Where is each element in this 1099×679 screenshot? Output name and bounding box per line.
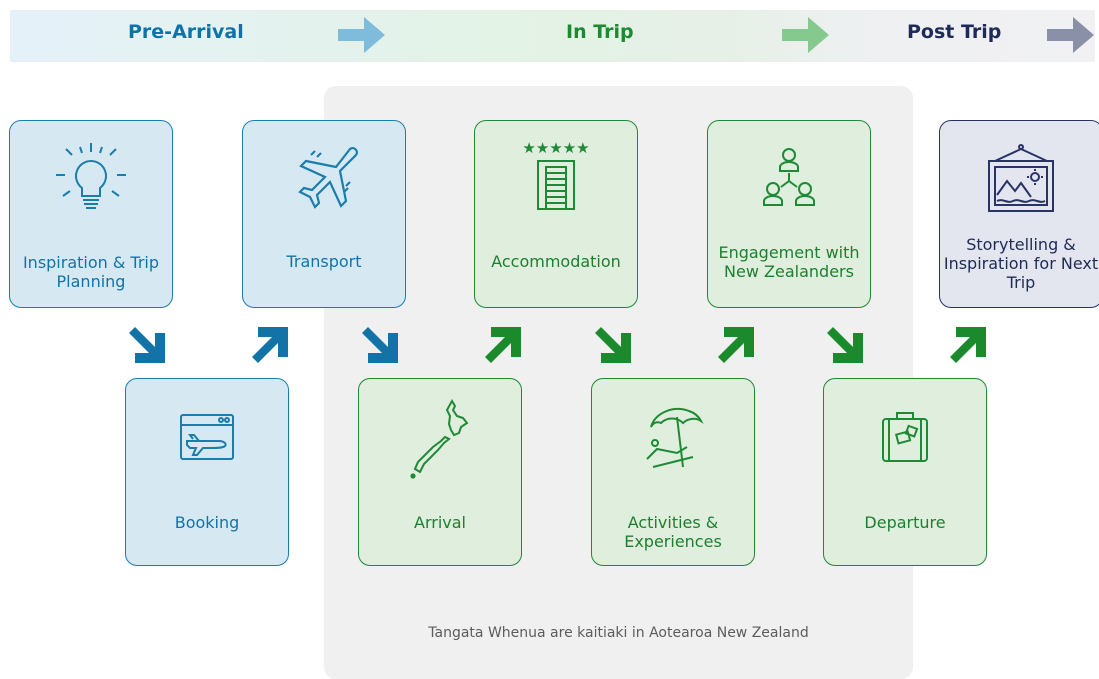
arrow-up-right-icon: [252, 327, 288, 363]
stage-card-activities: Activities & Experiences: [591, 378, 755, 566]
stage-label: Engagement with New Zealanders: [718, 243, 860, 281]
phase-label-pre-arrival: Pre-Arrival: [128, 21, 244, 43]
phase-arrow-icon: [1047, 17, 1094, 53]
arrow-down-right-icon: [362, 327, 398, 363]
arrow-up-right-icon: [950, 327, 986, 363]
beach-umbrella-icon: [646, 408, 704, 468]
browser-plane-icon: [180, 414, 234, 460]
new-zealand-map-icon: [410, 399, 469, 479]
stage-card-departure: Departure: [823, 378, 987, 566]
arrow-up-right-icon: [718, 327, 754, 363]
stage-label: Activities & Experiences: [624, 513, 722, 551]
arrow-up-right-icon: [485, 327, 521, 363]
svg-text:★★★★★: ★★★★★: [522, 139, 589, 157]
phase-label-post-trip: Post Trip: [907, 21, 1002, 43]
arrow-down-right-icon: [595, 327, 631, 363]
stage-card-engagement: Engagement with New Zealanders: [707, 120, 871, 308]
stage-card-transport: Transport: [242, 120, 406, 308]
people-network-icon: [763, 148, 815, 206]
arrow-down-right-icon: [129, 327, 165, 363]
stage-label: Arrival: [414, 513, 466, 532]
stage-card-arrival: Arrival: [358, 378, 522, 566]
phase-bar: [10, 10, 1095, 62]
lightbulb-icon: [56, 143, 126, 209]
stage-card-inspiration: Inspiration & Trip Planning: [9, 120, 173, 308]
stage-label: Storytelling & Inspiration for Next Trip: [943, 235, 1099, 292]
stage-label: Inspiration & Trip Planning: [22, 253, 160, 291]
phase-label-in-trip: In Trip: [566, 21, 634, 43]
stage-card-accommodation: ★★★★★ Accommodation: [474, 120, 638, 308]
stage-label: Departure: [864, 513, 946, 532]
phase-arrow-icon: [782, 17, 829, 53]
framed-picture-icon: [988, 144, 1054, 212]
hotel-five-star-icon: ★★★★★: [522, 139, 590, 210]
airplane-icon: [298, 147, 358, 209]
phase-arrow-icon: [338, 17, 385, 53]
arrow-down-right-icon: [827, 327, 863, 363]
stage-label: Booking: [174, 513, 240, 532]
stage-card-storytelling: Storytelling & Inspiration for Next Trip: [939, 120, 1099, 308]
suitcase-icon: [882, 412, 928, 462]
stage-label: Transport: [286, 252, 362, 271]
stage-card-booking: Booking: [125, 378, 289, 566]
stage-label: Accommodation: [491, 252, 621, 271]
footnote: Tangata Whenua are kaitiaki in Aotearoa …: [428, 625, 809, 641]
